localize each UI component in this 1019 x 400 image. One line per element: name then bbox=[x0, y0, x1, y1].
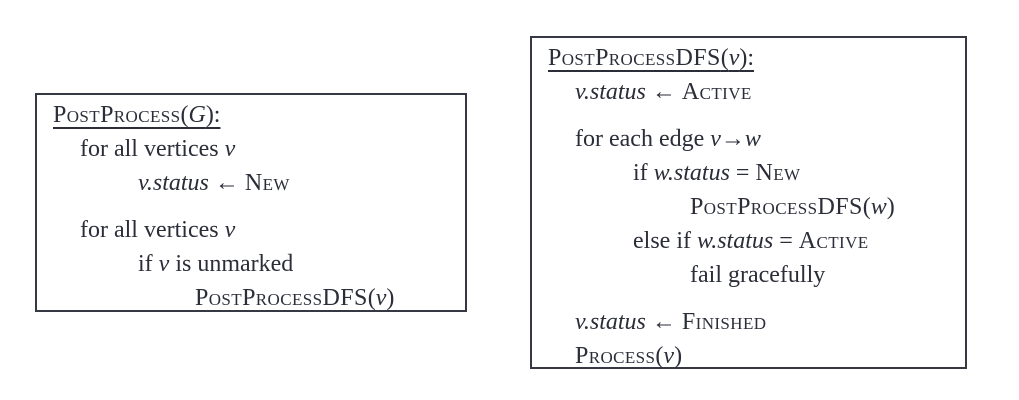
code-segment: PostProcessDFS bbox=[690, 194, 863, 220]
code-line: for each edge v→w bbox=[532, 122, 965, 156]
code-line: PostProcessDFS(v) bbox=[37, 281, 465, 315]
code-segment: w bbox=[744, 126, 761, 152]
code-segment: w.status bbox=[653, 160, 730, 186]
code-segment: New bbox=[755, 160, 801, 186]
code-line: fail gracefully bbox=[532, 258, 965, 292]
code-segment: ) bbox=[674, 343, 683, 369]
code-segment: v bbox=[224, 217, 236, 243]
code-segment: ( bbox=[180, 102, 189, 128]
code-segment: v bbox=[375, 285, 387, 311]
code-segment: ( bbox=[720, 45, 729, 71]
code-segment: PostProcess bbox=[53, 102, 181, 128]
code-line: v.status ← New bbox=[37, 166, 465, 200]
code-segment: ( bbox=[862, 194, 871, 220]
code-segment: ): bbox=[205, 102, 221, 128]
code-segment: v.status bbox=[575, 309, 646, 335]
code-segment: → bbox=[720, 126, 745, 152]
code-segment: v bbox=[728, 45, 740, 71]
code-segment: for all vertices bbox=[80, 217, 225, 243]
code-segment: v.status bbox=[138, 170, 209, 196]
code-line: Process(v) bbox=[532, 339, 965, 373]
code-segment: if bbox=[633, 160, 654, 186]
code-line: else if w.status = Active bbox=[532, 224, 965, 258]
code-segment: Finished bbox=[681, 309, 767, 335]
code-segment: ( bbox=[655, 343, 664, 369]
code-segment: for each edge bbox=[575, 126, 711, 152]
code-segment: ): bbox=[739, 45, 755, 71]
code-segment: = bbox=[773, 228, 799, 254]
code-segment: = bbox=[729, 160, 756, 186]
code-segment: ← bbox=[645, 309, 682, 335]
code-line: for all vertices v bbox=[37, 132, 465, 166]
procedure-title-postprocessdfs: PostProcessDFS(v): bbox=[532, 41, 965, 75]
code-segment: v bbox=[710, 126, 721, 152]
code-segment: w bbox=[870, 194, 887, 220]
code-segment: else if bbox=[633, 228, 697, 254]
code-segment: PostProcessDFS bbox=[195, 285, 368, 311]
code-segment: v bbox=[224, 136, 236, 162]
code-line: if v is unmarked bbox=[37, 247, 465, 281]
code-segment: for all vertices bbox=[80, 136, 225, 162]
code-segment: New bbox=[244, 170, 290, 196]
code-segment: Active bbox=[681, 79, 752, 105]
code-segment: G bbox=[188, 102, 206, 128]
code-segment: v bbox=[158, 251, 170, 277]
code-segment: ← bbox=[208, 170, 245, 196]
code-line: for all vertices v bbox=[37, 213, 465, 247]
code-line: v.status ← Active bbox=[532, 75, 965, 109]
code-segment: ( bbox=[367, 285, 376, 311]
code-segment: is unmarked bbox=[169, 251, 294, 277]
code-segment: Process bbox=[575, 343, 656, 369]
code-segment: if bbox=[138, 251, 159, 277]
code-line: PostProcessDFS(w) bbox=[532, 190, 965, 224]
code-line: if w.status = New bbox=[532, 156, 965, 190]
code-segment: PostProcessDFS bbox=[548, 45, 721, 71]
code-segment: Active bbox=[798, 228, 869, 254]
code-segment: v.status bbox=[575, 79, 646, 105]
code-segment: ← bbox=[645, 79, 682, 105]
code-segment: ) bbox=[886, 194, 895, 220]
code-segment: w.status bbox=[696, 228, 774, 254]
code-line: v.status ← Finished bbox=[532, 305, 965, 339]
code-segment: fail gracefully bbox=[690, 262, 826, 288]
code-segment: ) bbox=[386, 285, 395, 311]
procedure-title-postprocess: PostProcess(G): bbox=[37, 98, 465, 132]
code-segment: v bbox=[663, 343, 675, 369]
